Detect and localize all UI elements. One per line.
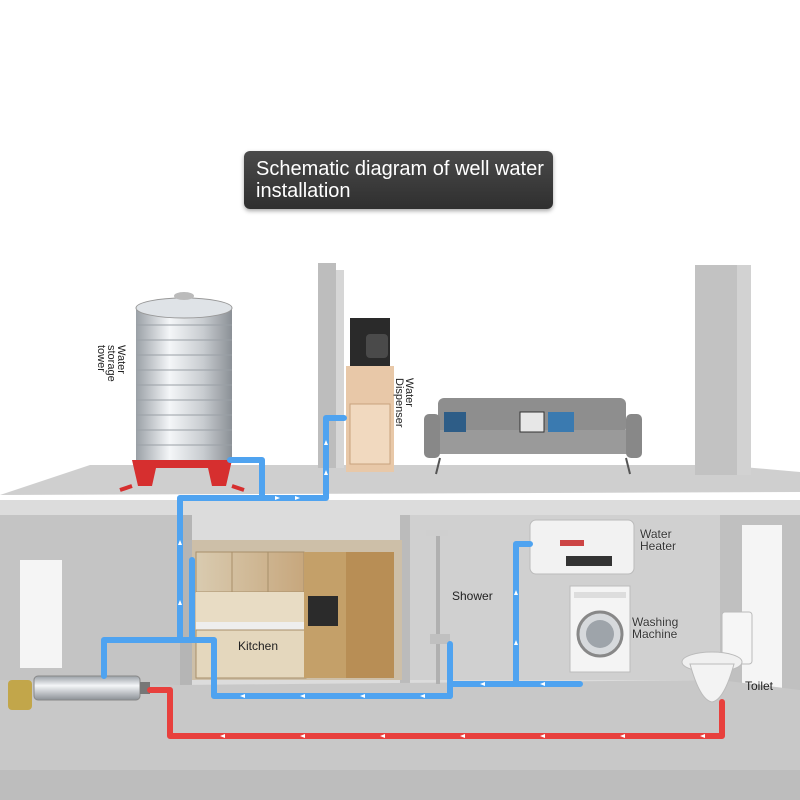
dispenser-kettle: [366, 334, 388, 358]
label-tower: Water storage tower: [95, 345, 127, 382]
label-toilet: Toilet: [745, 679, 774, 693]
left-window: [20, 560, 62, 668]
shelves: [196, 592, 304, 622]
upper-floor-slab: [0, 465, 800, 495]
pipe-raw-main: [147, 687, 725, 739]
raw-water-pipes: [147, 687, 725, 739]
upper-floor: [0, 263, 800, 495]
label-washing: Washing Machine: [632, 616, 678, 640]
prefilter-body: [8, 680, 32, 710]
tower-ribs: [136, 324, 232, 446]
sofa-arm-right: [626, 414, 642, 458]
pipe-kitchen: [189, 637, 453, 699]
flow-arrows: [178, 440, 705, 738]
cushion-2: [519, 411, 545, 433]
label-heater-line-1: Water: [640, 527, 672, 541]
label-dispenser: Water Dispenser: [393, 378, 415, 428]
upper-wall-right: [695, 265, 737, 475]
shower: [426, 530, 450, 684]
toilet-base: [689, 663, 735, 703]
label-heater: Water Heater: [640, 528, 676, 552]
sofa-arm-left: [424, 414, 440, 458]
dispenser-door: [349, 403, 391, 465]
label-dispenser-line-1: Water: [403, 378, 415, 407]
upper-wall-left-inner: [336, 270, 344, 468]
water-heater: [529, 519, 635, 575]
shower-mixer: [430, 634, 450, 644]
upper-cabinets: [195, 551, 305, 593]
pipe-tower-to-dispenser: [227, 415, 347, 501]
pipe-filter-up: [101, 557, 195, 679]
tall-cabinet-2: [346, 552, 394, 678]
upper-wall-right-side: [737, 265, 751, 475]
cushion-3: [548, 412, 574, 432]
page-title: Schematic diagram of well water installa…: [256, 158, 544, 202]
sofa: [424, 398, 642, 475]
label-shower: Shower: [452, 589, 493, 603]
washing-machine: [569, 585, 631, 673]
water-storage-tower: [119, 292, 245, 492]
pipe-bath: [447, 541, 583, 699]
shower-pole: [436, 534, 440, 684]
title-banner: Schematic diagram of well water installa…: [244, 151, 553, 209]
tower-stand: [132, 460, 232, 486]
floor-shadow: [0, 770, 800, 800]
label-kitchen: Kitchen: [238, 639, 279, 653]
label-heater-line-2: Heater: [640, 539, 677, 553]
filter-housing: [33, 675, 141, 701]
toilet: [681, 611, 753, 703]
heater-display: [566, 556, 612, 566]
water-dispenser: [346, 318, 394, 472]
counter: [196, 622, 306, 630]
sofa-seat: [432, 430, 632, 454]
label-dispenser-line-2: Dispenser: [393, 378, 405, 428]
divider-wall-2: [400, 515, 410, 695]
label-washing-line-1: Washing: [632, 615, 679, 629]
cushion-1: [444, 412, 466, 432]
kitchen: [192, 540, 402, 680]
tower-lid: [135, 297, 233, 319]
clean-water-pipes: [101, 415, 583, 699]
label-tower-line-2: storage: [105, 345, 117, 382]
label-tower-line-1: Water: [115, 345, 127, 374]
shower-head: [426, 530, 448, 536]
label-washing-line-2: Machine: [632, 627, 678, 641]
pipe-main-vertical: [177, 495, 265, 643]
oven: [308, 596, 338, 626]
prefilter: [8, 675, 150, 710]
